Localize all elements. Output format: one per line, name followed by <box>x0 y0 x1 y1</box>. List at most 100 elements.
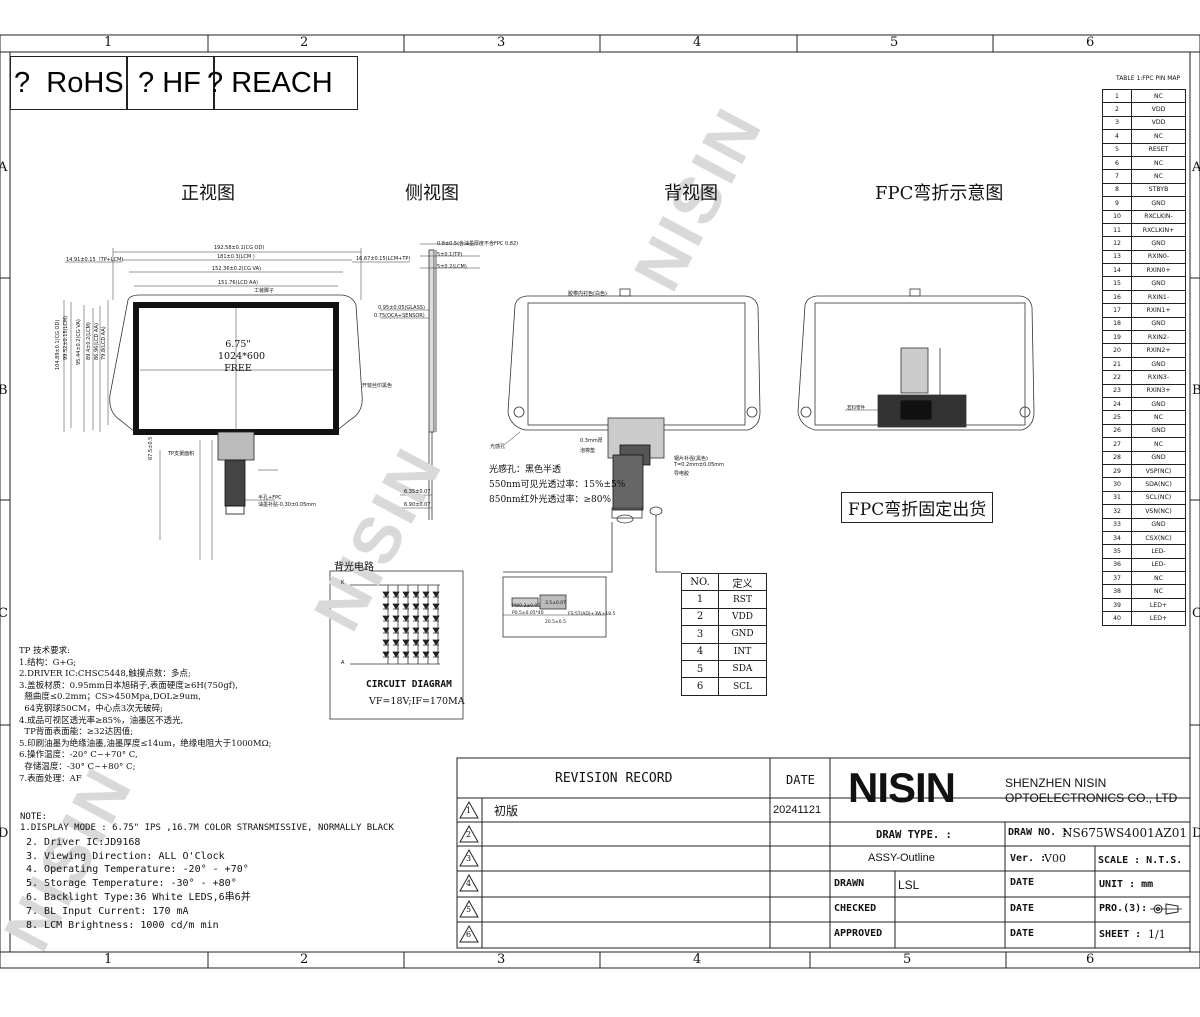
pin-signal: SCL(NC) <box>1131 490 1186 506</box>
ver-value: V00 <box>1044 852 1066 865</box>
pin-signal: GND <box>1131 276 1186 291</box>
cert-label: RoHS <box>46 66 124 99</box>
signal-name: SDA <box>718 659 767 679</box>
pin-number: 4 <box>1102 129 1132 144</box>
fpc-view-drawing <box>797 288 1035 431</box>
dim-label: 工装脚子 <box>254 288 275 294</box>
back-callout: 0.3mm厚 <box>580 438 603 444</box>
table-row: NO. 定义 <box>681 572 767 592</box>
visible-transmittance: 550nm可见光透过率：15%±5% <box>489 480 626 490</box>
lcm-notes: NOTE: 1.DISPLAY MODE : 6.75" IPS ,16.7M … <box>20 813 394 932</box>
note-line: 7. BL Input Current: 170 mA <box>26 905 189 917</box>
pin-signal: GND <box>1131 450 1186 465</box>
date-label: DATE <box>1010 903 1035 914</box>
signal-name: VDD <box>718 607 767 627</box>
checked-label: CHECKED <box>834 903 877 914</box>
revision-header: REVISION RECORD <box>555 771 673 786</box>
pin-signal: VSP(NC) <box>1131 463 1186 479</box>
pin-table-title: TABLE 1:FPC PIN MAP <box>1116 75 1181 82</box>
side-dim-label: 0.75(OCA+SENSOR) <box>374 313 425 319</box>
led-icon <box>432 603 440 610</box>
note-line: 6.操作温度：-20° C~+70° C, <box>19 750 138 761</box>
pin-number: 29 <box>1102 463 1132 479</box>
pin-number: 39 <box>1102 597 1132 613</box>
fpc-note: FPC弯折固定出货 <box>841 492 994 523</box>
led-icon <box>422 639 430 646</box>
revision-triangle-icon <box>459 899 479 918</box>
pin-signal: NC <box>1131 169 1186 184</box>
pin-signal: NC <box>1131 88 1186 104</box>
col-label: 1 <box>104 35 113 50</box>
dim-label: 104.89±0.1(CG OD) <box>55 319 61 370</box>
pin-number: 26 <box>1102 423 1132 439</box>
revision-triangle-icon <box>459 924 479 943</box>
cert-rohs: ? RoHS <box>14 57 124 109</box>
led-icon <box>432 651 440 658</box>
col-label: 5 <box>890 35 899 50</box>
pin-number: 11 <box>1102 222 1132 238</box>
side-dim-label: 0.8±0.5(含油墨厚度不含FPC 0.82) <box>437 241 519 247</box>
side-view-drawing <box>380 243 480 520</box>
screen-label: 6.75" 1024*600 FREE <box>218 339 266 375</box>
view-title-side: 侧视图 <box>405 183 459 204</box>
cert-mark-icon: ? <box>138 66 155 99</box>
revision-number: 6 <box>466 930 472 939</box>
view-title-back: 背视图 <box>664 183 718 204</box>
front-view-drawing <box>63 248 410 560</box>
note-line: 3.盖板材质：0.95mm日本旭硝子,表面硬度≥6H(750gf), <box>19 680 238 691</box>
led-icon <box>402 639 410 646</box>
note-line: 存储温度：-30° C~+80° C; <box>19 761 136 772</box>
certification-box <box>10 56 358 110</box>
date-header: DATE <box>786 773 815 787</box>
led-icon <box>382 615 390 622</box>
row-label: B <box>1192 383 1200 398</box>
pin-number: 12 <box>1102 236 1132 251</box>
note-line: 1.结构：G+G; <box>19 657 77 668</box>
tp-notes: TP 技术要求: 1.结构：G+G;2.DRIVER IC:CHSC5448,触… <box>19 646 272 785</box>
pin-number: 7 <box>1102 169 1132 184</box>
screen-resolution: 1024*600 <box>218 351 266 362</box>
pin-number: 23 <box>1102 383 1132 398</box>
led-icon <box>432 639 440 646</box>
date-label: DATE <box>1010 928 1035 939</box>
signal-name: INT <box>718 642 767 661</box>
row-label: A <box>1192 160 1200 175</box>
pin-signal: RXIN2- <box>1131 330 1186 345</box>
col-label: 1 <box>104 952 113 967</box>
cert-mark-icon: ? <box>14 66 31 99</box>
led-icon <box>392 615 400 622</box>
side-dim-label: 5±0.1(TP) <box>437 252 463 258</box>
pin-signal: GND <box>1131 356 1186 372</box>
dim-label: 89.4±0.2(LCM) <box>86 322 92 360</box>
back-callout: T=0.2mm±0.05mm <box>674 462 724 468</box>
col-label: 3 <box>497 952 506 967</box>
led-icon <box>392 651 400 658</box>
pin-number: 22 <box>1102 370 1132 385</box>
detail-dim: PW0.3±0.05 <box>512 604 541 609</box>
note-line: 8. LCM Brightness: 1000 cd/m min <box>26 919 219 931</box>
note-line: 5. Storage Temperature: -30° - +80° <box>26 878 237 890</box>
draw-type-label: DRAW TYPE. : <box>876 829 952 841</box>
pin-signal: GND <box>1131 396 1186 412</box>
cert-divider <box>126 56 128 110</box>
pin-signal: NC <box>1131 155 1186 171</box>
cert-reach: ? REACH <box>207 57 333 109</box>
note-line: 5.印刷油墨为绝缘油墨,油墨厚度≤14um，绝缘电阻大于1000MΩ; <box>19 738 272 749</box>
led-icon <box>412 603 420 610</box>
pin-number: 28 <box>1102 450 1132 465</box>
circuit-a: A <box>341 660 345 666</box>
revision-number: 4 <box>466 879 472 888</box>
